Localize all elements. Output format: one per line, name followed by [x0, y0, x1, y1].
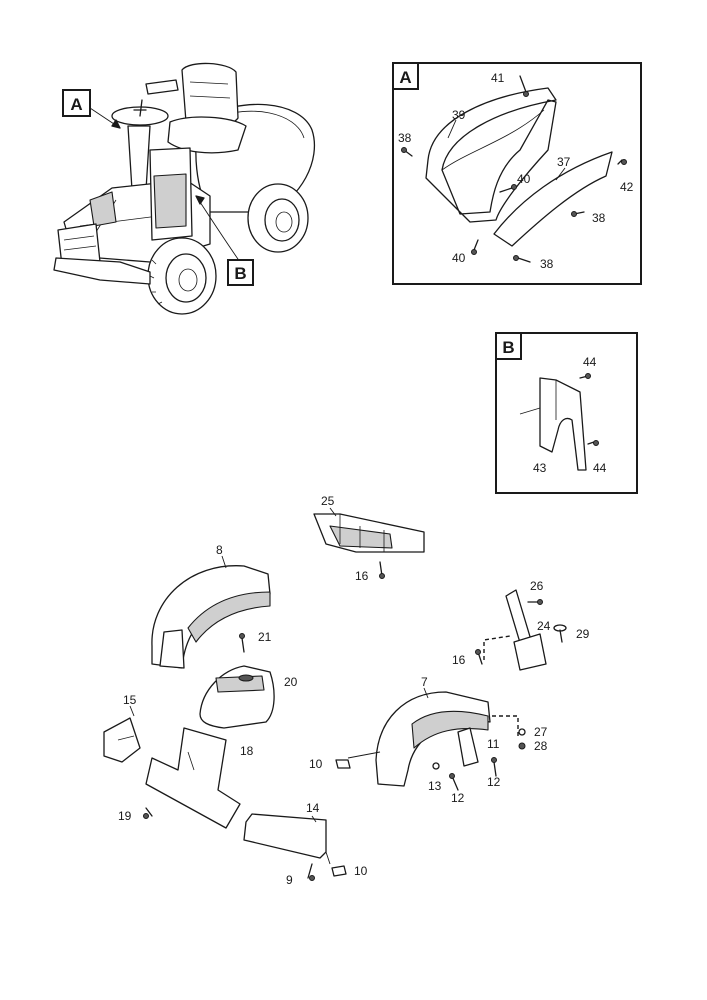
callout-15: 15 — [123, 693, 137, 707]
detail-tag-a-overview: A — [62, 89, 91, 117]
callout-38: 38 — [540, 257, 554, 271]
callout-38: 38 — [592, 211, 606, 225]
callout-24: 24 — [537, 619, 551, 633]
detail-b-callouts: 44 43 44 — [533, 355, 607, 475]
callout-40: 40 — [517, 172, 531, 186]
exploded-parts — [103, 507, 567, 881]
callout-16: 16 — [452, 653, 466, 667]
callout-13: 13 — [428, 779, 442, 793]
callout-42: 42 — [620, 180, 634, 194]
callout-25: 25 — [321, 494, 335, 508]
callout-9: 9 — [286, 873, 293, 887]
callout-18: 18 — [240, 744, 254, 758]
callout-8: 8 — [216, 543, 223, 557]
callout-10: 10 — [309, 757, 323, 771]
callout-43: 43 — [533, 461, 547, 475]
callout-29: 29 — [576, 627, 590, 641]
callout-39: 39 — [452, 108, 466, 122]
callout-41: 41 — [491, 71, 505, 85]
callout-14: 14 — [306, 801, 320, 815]
callout-37: 37 — [557, 155, 571, 169]
callout-16: 16 — [355, 569, 369, 583]
callout-20: 20 — [284, 675, 298, 689]
callout-27: 27 — [534, 725, 548, 739]
callout-40: 40 — [452, 251, 466, 265]
svg-text:B: B — [234, 264, 246, 283]
callout-10: 10 — [354, 864, 368, 878]
callout-19: 19 — [118, 809, 132, 823]
svg-text:B: B — [502, 338, 514, 357]
callout-44: 44 — [583, 355, 597, 369]
svg-text:A: A — [399, 68, 411, 87]
callout-11: 11 — [487, 737, 500, 751]
callout-44: 44 — [593, 461, 607, 475]
detail-tag-b-overview: B — [227, 259, 254, 286]
callout-28: 28 — [534, 739, 548, 753]
callout-21: 21 — [258, 630, 272, 644]
svg-text:A: A — [70, 95, 82, 114]
callout-26: 26 — [530, 579, 544, 593]
callout-7: 7 — [421, 675, 428, 689]
detail-a-callouts: 41 39 38 40 37 42 38 40 38 — [398, 71, 634, 271]
callout-12: 12 — [487, 775, 501, 789]
tractor-overview-illustration — [53, 62, 316, 315]
callout-38: 38 — [398, 131, 412, 145]
detail-b-panel: B — [495, 332, 638, 494]
exploded-callouts: 25 16 8 21 20 26 24 29 16 7 27 28 11 10 … — [118, 494, 590, 887]
detail-a-panel: A — [392, 62, 642, 285]
callout-12: 12 — [451, 791, 465, 805]
